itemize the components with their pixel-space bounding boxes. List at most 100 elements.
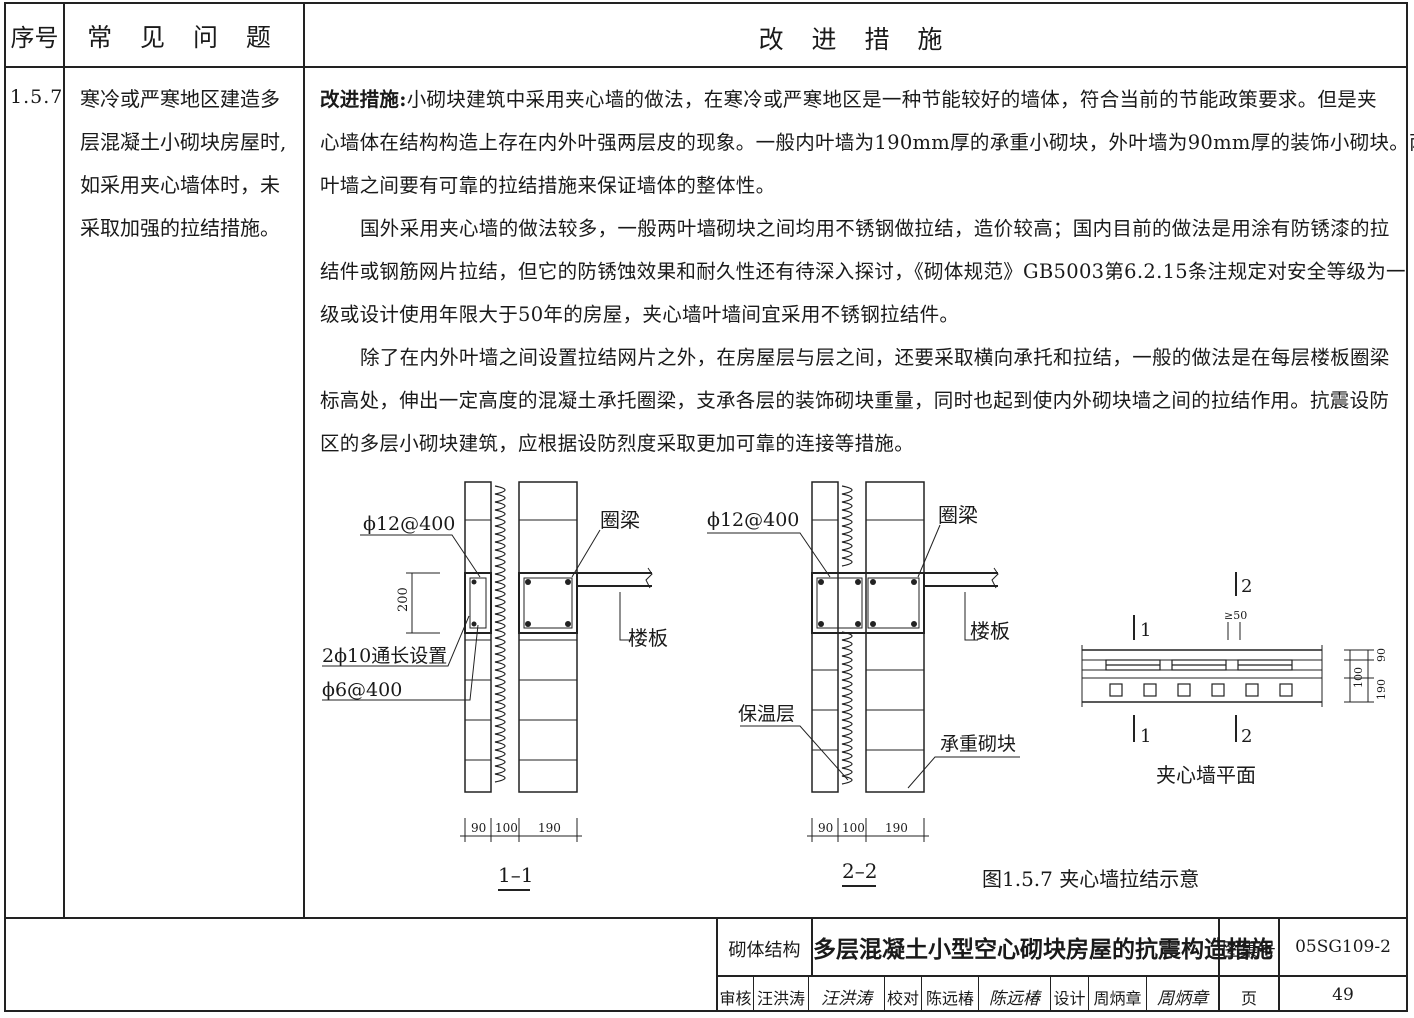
titleblock-designer-signature: 周炳章 <box>1157 989 1208 1009</box>
section-1-1 <box>322 481 653 891</box>
titleblock-check-label: 校对 <box>886 989 919 1008</box>
problem-line: 寒冷或严寒地区建造多 <box>80 87 280 111</box>
outer-leaf-wall <box>464 481 492 793</box>
section2-bearing-block-label: 承重砌块 <box>940 733 1016 755</box>
measure-text-line: 标高处，伸出一定高度的混凝土承托圈梁，支承各层的装饰砌块重量，同时也起到使内外砌… <box>320 389 1390 412</box>
row-number: 1.5.7 <box>10 86 64 108</box>
section1-ring-beam-label: 圈梁 <box>600 508 640 532</box>
plan-title: 夹心墙平面 <box>1156 763 1256 787</box>
titleblock-divider <box>1146 976 1147 1011</box>
section1-dim-200: 200 <box>396 587 411 612</box>
titleblock-category: 砌体结构 <box>728 940 801 961</box>
titleblock-designer: 周炳章 <box>1093 989 1142 1008</box>
titleblock-page-label: 页 <box>1240 989 1257 1008</box>
plan-cut-label-2: 2 <box>1241 576 1252 597</box>
cavity-wall-plan <box>1081 572 1374 742</box>
section1-slab-label: 楼板 <box>628 626 668 650</box>
titleblock-divider <box>921 976 922 1011</box>
section2-ring-beam-label: 圈梁 <box>938 503 978 527</box>
insulation-layer <box>841 485 853 785</box>
titleblock-divider <box>753 976 754 1011</box>
titleblock-divider <box>978 976 979 1011</box>
insulation-layer <box>494 485 506 783</box>
titleblock-checker-signature: 陈远椿 <box>989 989 1040 1009</box>
section1-dim: 190 <box>538 821 561 835</box>
section2-dim: 100 <box>842 821 865 835</box>
inner-ring-beam <box>518 572 578 634</box>
section1-longitudinal-rebar-label: 2ϕ10通长设置 <box>322 645 447 667</box>
table-left-border <box>4 2 6 1012</box>
body-bottom-divider <box>4 917 1408 919</box>
plan-cut-label-1: 1 <box>1140 620 1151 641</box>
problem-line: 层混凝土小砌块房屋时, <box>80 130 287 154</box>
section2-insulation-label: 保温层 <box>738 703 795 725</box>
table-bottom-border <box>4 1010 1408 1012</box>
titleblock-mid-divider <box>716 975 1406 977</box>
titleblock-divider <box>811 918 813 976</box>
col-divider-1 <box>63 2 65 918</box>
section2-dim: 190 <box>885 821 908 835</box>
measure-text-line: 叶墙之间要有可靠的拉结措施来保证墙体的整体性。 <box>320 174 776 197</box>
titleblock-atlas-label: 图集号 <box>1222 940 1276 961</box>
inner-leaf-wall <box>518 481 578 793</box>
plan-cut-label-2: 2 <box>1241 726 1252 747</box>
figure-caption: 图1.5.7 夹心墙拉结示意 <box>982 867 1199 891</box>
measure-paragraph-3: 除了在内外叶墙之间设置拉结网片之外，在房屋层与层之间，还要采取横向承托和拉结，一… <box>320 336 1396 465</box>
header-serial-number: 序号 <box>10 24 59 52</box>
titleblock-divider <box>808 976 809 1011</box>
cavity-wall-tie-figure: ϕ12@400 圈梁 200 2ϕ10通长设置 ϕ6@400 楼板 90 100… <box>322 481 1388 891</box>
titleblock-reviewer: 汪洪涛 <box>756 989 805 1008</box>
plan-cut-label-1: 1 <box>1140 726 1151 747</box>
measure-paragraph-2: 国外采用夹心墙的做法较多，一般两叶墙砌块之间均用不锈钢做拉结，造价较高；国内目前… <box>320 207 1406 336</box>
titleblock-title: 多层混凝土小型空心砌块房屋的抗震构造措施 <box>813 936 1273 963</box>
plan-dim-50: ≥50 <box>1224 609 1247 622</box>
section1-dim: 100 <box>495 821 518 835</box>
section-2-2 <box>707 481 1020 887</box>
titleblock-divider <box>1050 976 1051 1011</box>
titleblock-left-border <box>716 918 718 1012</box>
section1-dim: 90 <box>471 821 486 835</box>
measure-paragraph-1: 改进措施:小砌块建筑中采用夹心墙的做法，在寒冷或严寒地区是一种节能较好的墙体，符… <box>320 78 1414 207</box>
outer-leaf-wall <box>811 481 839 793</box>
measure-text-line: 结件或钢筋网片拉结，但它的防锈蚀效果和耐久性还有待深入探讨，《砌体规范》GB50… <box>320 260 1406 283</box>
problem-line: 采取加强的拉结措施。 <box>80 216 280 240</box>
measure-text-line: 国外采用夹心墙的做法较多，一般两叶墙砌块之间均用不锈钢做拉结，造价较高；国内目前… <box>360 217 1390 240</box>
header-improvement-measures: 改 进 措 施 <box>758 25 953 54</box>
titleblock-atlas-number: 05SG109-2 <box>1295 937 1391 957</box>
col-divider-2 <box>303 2 305 918</box>
titleblock-divider <box>1278 918 1280 1012</box>
measure-label: 改进措施: <box>320 88 407 111</box>
section2-rebar-top-label: ϕ12@400 <box>707 509 799 531</box>
section2-slab-label: 楼板 <box>970 619 1010 643</box>
outer-ring-beam <box>464 572 492 634</box>
section2-dim: 90 <box>818 821 833 835</box>
titleblock-design-label: 设计 <box>1053 989 1086 1008</box>
titleblock-reviewer-signature: 汪洪涛 <box>821 989 872 1009</box>
measure-text-line: 级或设计使用年限大于50年的房屋，夹心墙叶墙间宜采用不锈钢拉结件。 <box>320 303 960 326</box>
ring-beam <box>811 572 925 634</box>
section2-title: 2–2 <box>842 859 877 883</box>
problem-line: 如采用夹心墙体时，未 <box>80 173 280 197</box>
plan-dim-90: 90 <box>1375 648 1388 662</box>
titleblock-divider <box>884 976 885 1011</box>
problem-description: 寒冷或严寒地区建造多 层混凝土小砌块房屋时, 如采用夹心墙体时，未 采取加强的拉… <box>80 78 302 250</box>
plan-dim-190: 190 <box>1375 679 1388 700</box>
measure-text-line: 除了在内外叶墙之间设置拉结网片之外，在房屋层与层之间，还要采取横向承托和拉结，一… <box>360 346 1390 369</box>
titleblock-divider <box>1088 976 1089 1011</box>
inner-leaf-wall <box>865 481 925 793</box>
section1-title: 1–1 <box>498 863 533 887</box>
measure-text-line: 心墙体在结构构造上存在内外叶强两层皮的现象。一般内叶墙为190mm厚的承重小砌块… <box>320 131 1414 154</box>
table-top-border <box>4 2 1408 4</box>
header-divider <box>4 66 1408 68</box>
section1-rebar-top-label: ϕ12@400 <box>363 513 455 535</box>
header-common-problems: 常 见 问 题 <box>87 23 281 52</box>
measure-text-line: 小砌块建筑中采用夹心墙的做法，在寒冷或严寒地区是一种节能较好的墙体，符合当前的节… <box>406 88 1377 111</box>
titleblock-review-label: 审核 <box>719 989 752 1008</box>
measure-text-line: 区的多层小砌块建筑，应根据设防烈度采取更加可靠的连接等措施。 <box>320 432 915 455</box>
titleblock-checker: 陈远椿 <box>925 989 974 1008</box>
section1-stirrup-label: ϕ6@400 <box>322 679 402 701</box>
table-right-border <box>1406 2 1408 1012</box>
titleblock-page-number: 49 <box>1332 985 1354 1005</box>
plan-dim-100: 100 <box>1352 667 1365 688</box>
titleblock-divider <box>1218 918 1220 1012</box>
